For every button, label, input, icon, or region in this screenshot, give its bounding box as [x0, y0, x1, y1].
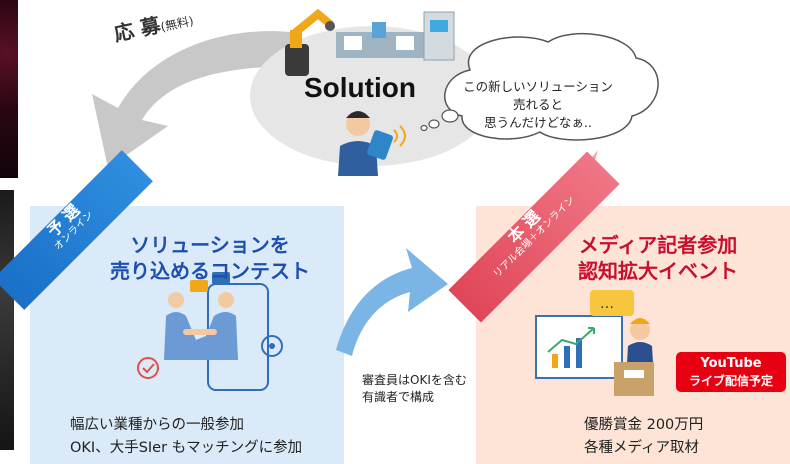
youtube-badge-line-2: ライブ配信予定 [688, 374, 773, 388]
person-with-tablet-icon [338, 111, 406, 176]
thought-line-3: 思うんだけどなぁ.. [484, 115, 592, 130]
preliminary-title: ソリューションを 売り込めるコンテスト [100, 232, 320, 284]
final-title-line-2: 認知拡大イベント [578, 259, 738, 283]
solution-oval [250, 26, 494, 166]
preliminary-desc-line-2: OKI、大手SIer もマッチングに参加 [70, 440, 303, 456]
thought-line-1: この新しいソリューション [463, 79, 613, 94]
thought-bubble [420, 32, 659, 141]
youtube-live-badge: YouTube ライブ配信予定 [676, 352, 786, 392]
judges-line-1: 審査員はOKIを含む [362, 373, 467, 387]
final-title: メディア記者参加 認知拡大イベント [548, 232, 768, 284]
factory-line-icon [336, 11, 455, 61]
final-desc-line-1: 優勝賞金 200万円 [584, 417, 704, 433]
background-photo-top [0, 0, 18, 178]
svg-text:…: … [600, 296, 614, 312]
preliminary-description: 幅広い業種からの一般参加 OKI、大手SIer もマッチングに参加 [70, 414, 350, 460]
judges-line-2: 有識者で構成 [362, 390, 435, 404]
final-description: 優勝賞金 200万円 各種メディア取材 [584, 414, 774, 460]
judges-note: 審査員はOKIを含む 有識者で構成 [362, 372, 472, 406]
preliminary-desc-line-1: 幅広い業種からの一般参加 [70, 417, 244, 433]
robot-arm-icon [285, 8, 335, 76]
handshake-icon [137, 272, 283, 391]
presenter-icon: … [535, 290, 654, 396]
final-desc-line-2: 各種メディア取材 [584, 440, 699, 456]
preliminary-title-line-1: ソリューションを [130, 233, 290, 257]
thought-bubble-text: この新しいソリューション 売れると 思うんだけどなぁ.. [454, 78, 622, 132]
youtube-badge-line-1: YouTube [700, 356, 762, 371]
background-photo-bottom [0, 190, 14, 450]
solution-label: Solution [304, 72, 416, 103]
apply-arrow-icon [92, 31, 300, 168]
final-title-line-1: メディア記者参加 [578, 233, 738, 257]
apply-free-text: (無料) [159, 13, 195, 35]
advance-arrow-icon [336, 248, 448, 356]
thought-line-2: 売れると [512, 97, 563, 112]
preliminary-title-line-2: 売り込めるコンテスト [110, 259, 310, 283]
